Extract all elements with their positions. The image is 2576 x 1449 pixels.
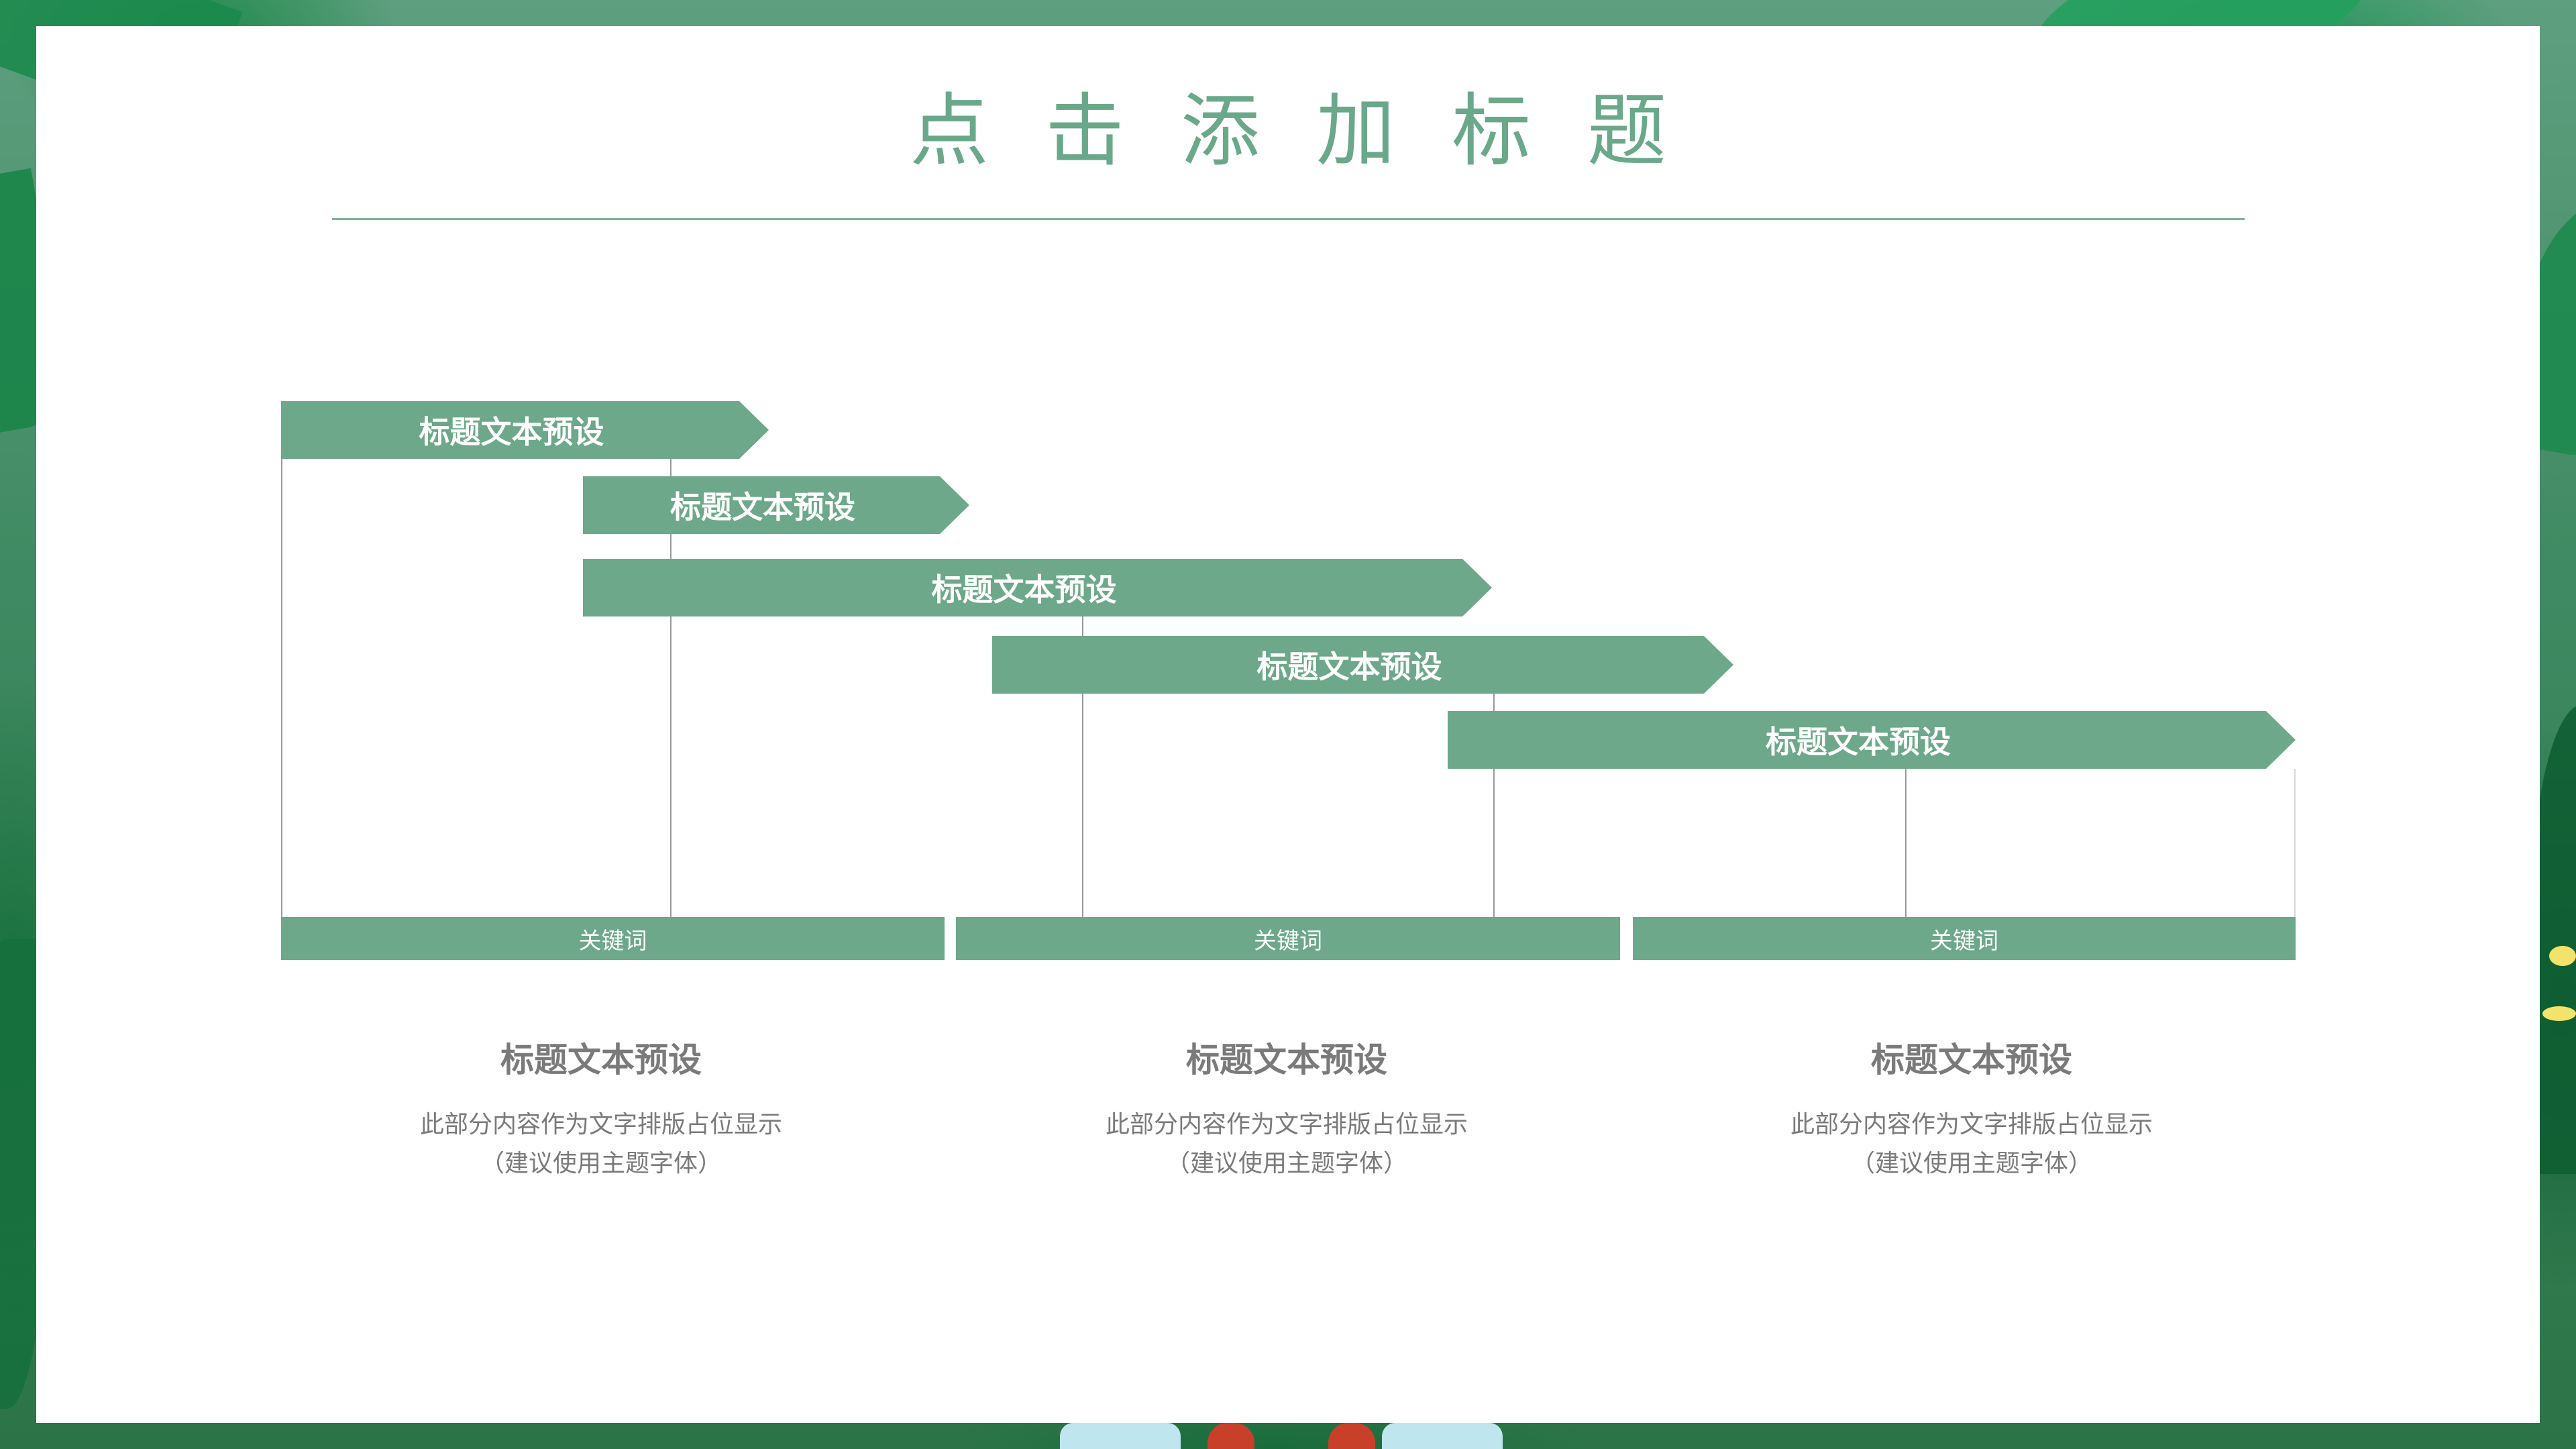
description-column-3: 标题文本预设 此部分内容作为文字排版占位显示 （建议使用主题字体） bbox=[1670, 1033, 2273, 1183]
keyword-bar-3[interactable]: 关键词 bbox=[1633, 917, 2296, 960]
column-description-line2[interactable]: （建议使用主题字体） bbox=[1165, 1150, 1407, 1177]
yellow-dot bbox=[2542, 1006, 2576, 1021]
column-heading[interactable]: 标题文本预设 bbox=[1871, 1040, 2072, 1079]
keyword-label: 关键词 bbox=[578, 927, 647, 955]
timeline-bar-5[interactable]: 标题文本预设 bbox=[1448, 711, 2296, 769]
slide-title[interactable]: 点击添加标题 bbox=[909, 85, 1723, 177]
timeline-bar-label: 标题文本预设 bbox=[1766, 724, 1951, 760]
column-description-line1[interactable]: 此部分内容作为文字排版占位显示 bbox=[1105, 1111, 1468, 1138]
column-description-line1[interactable]: 此部分内容作为文字排版占位显示 bbox=[419, 1111, 782, 1138]
column-heading[interactable]: 标题文本预设 bbox=[1186, 1040, 1387, 1079]
bottom-decoration bbox=[1328, 1423, 1375, 1449]
connector-line bbox=[670, 458, 672, 917]
yellow-dot bbox=[2549, 946, 2576, 966]
column-description-line2[interactable]: （建议使用主题字体） bbox=[1850, 1150, 2092, 1177]
keyword-label: 关键词 bbox=[1254, 927, 1322, 955]
bottom-decoration bbox=[1060, 1423, 1181, 1449]
keyword-label: 关键词 bbox=[1930, 927, 1998, 955]
description-column-1: 标题文本预设 此部分内容作为文字排版占位显示 （建议使用主题字体） bbox=[299, 1033, 903, 1183]
keyword-bar-2[interactable]: 关键词 bbox=[956, 917, 1620, 960]
bottom-decoration bbox=[1382, 1423, 1503, 1449]
connector-line bbox=[281, 458, 282, 917]
timeline-bar-label: 标题文本预设 bbox=[670, 489, 855, 525]
column-description-line2[interactable]: （建议使用主题字体） bbox=[480, 1150, 722, 1177]
title-underline bbox=[332, 218, 2245, 220]
timeline-bar-4[interactable]: 标题文本预设 bbox=[992, 636, 1733, 694]
bottom-decoration bbox=[1208, 1423, 1254, 1449]
timeline-bar-1[interactable]: 标题文本预设 bbox=[281, 401, 769, 459]
timeline-bar-label: 标题文本预设 bbox=[1256, 649, 1442, 685]
connector-line bbox=[1082, 616, 1083, 917]
connector-line bbox=[1493, 693, 1495, 917]
description-column-2: 标题文本预设 此部分内容作为文字排版占位显示 （建议使用主题字体） bbox=[985, 1033, 1589, 1183]
connector-line bbox=[1905, 769, 1907, 917]
timeline-bar-3[interactable]: 标题文本预设 bbox=[583, 559, 1492, 616]
column-heading[interactable]: 标题文本预设 bbox=[500, 1040, 702, 1079]
connector-line bbox=[2294, 769, 2296, 917]
timeline-bar-2[interactable]: 标题文本预设 bbox=[583, 476, 969, 534]
timeline-bar-label: 标题文本预设 bbox=[419, 414, 604, 450]
column-description-line1[interactable]: 此部分内容作为文字排版占位显示 bbox=[1790, 1111, 2153, 1138]
keyword-bar-1[interactable]: 关键词 bbox=[281, 917, 945, 960]
timeline-bar-label: 标题文本预设 bbox=[931, 572, 1117, 608]
